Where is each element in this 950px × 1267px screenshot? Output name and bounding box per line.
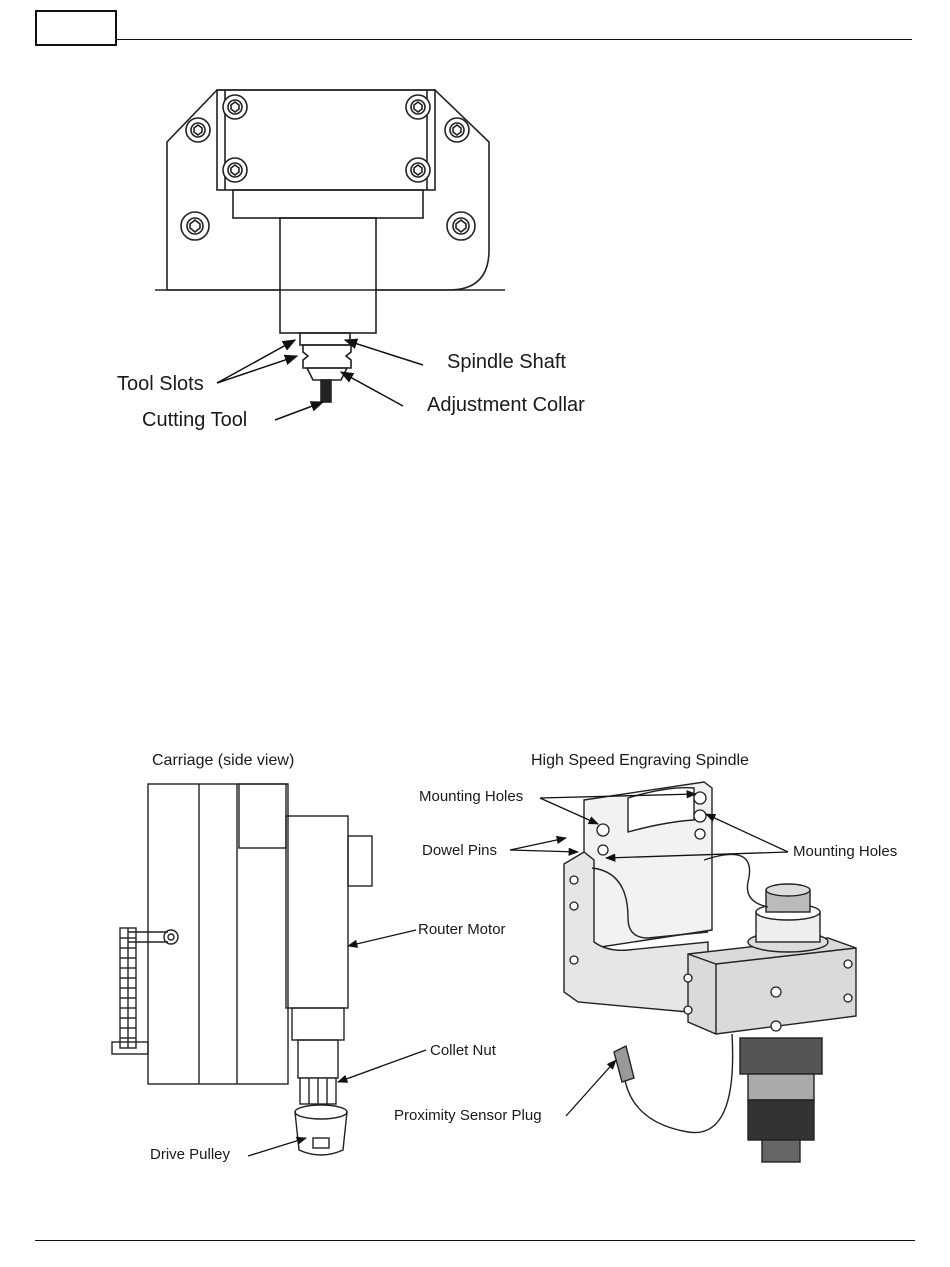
adjustment-collar [307, 368, 347, 380]
label-mounting-holes-top: Mounting Holes [419, 789, 523, 804]
label-adjustment-collar: Adjustment Collar [427, 395, 585, 415]
label-cutting-tool: Cutting Tool [142, 410, 247, 430]
label-proximity-sensor-plug: Proximity Sensor Plug [394, 1108, 542, 1123]
engraving-spindle-title: High Speed Engraving Spindle [531, 753, 749, 769]
engraving-spindle-illustration [564, 782, 856, 1162]
label-drive-pulley: Drive Pulley [150, 1147, 230, 1162]
label-mounting-holes-right: Mounting Holes [793, 844, 897, 859]
page-footer-rule [35, 1240, 915, 1241]
router-motor [286, 816, 348, 1008]
drive-pulley [295, 1105, 347, 1119]
carriage-and-spindle-figure: Carriage (side view) High Speed Engravin… [108, 742, 920, 1182]
page-header-rule [117, 39, 912, 40]
carriage-side-view [112, 784, 372, 1155]
cutting-tool [321, 380, 331, 402]
spindle-shaft [300, 333, 350, 345]
label-dowel-pins: Dowel Pins [422, 843, 497, 858]
tool-slots [303, 345, 351, 368]
spindle-assembly-figure: Spindle Shaft Tool Slots Adjustment Coll… [105, 80, 610, 445]
label-router-motor: Router Motor [418, 922, 506, 937]
page-header-box [35, 10, 117, 46]
label-collet-nut: Collet Nut [430, 1043, 496, 1058]
top-plate [217, 90, 435, 190]
carriage-side-view-title: Carriage (side view) [152, 753, 294, 769]
label-spindle-shaft: Spindle Shaft [447, 352, 566, 372]
spindle-body [280, 218, 376, 333]
label-tool-slots: Tool Slots [117, 374, 204, 394]
